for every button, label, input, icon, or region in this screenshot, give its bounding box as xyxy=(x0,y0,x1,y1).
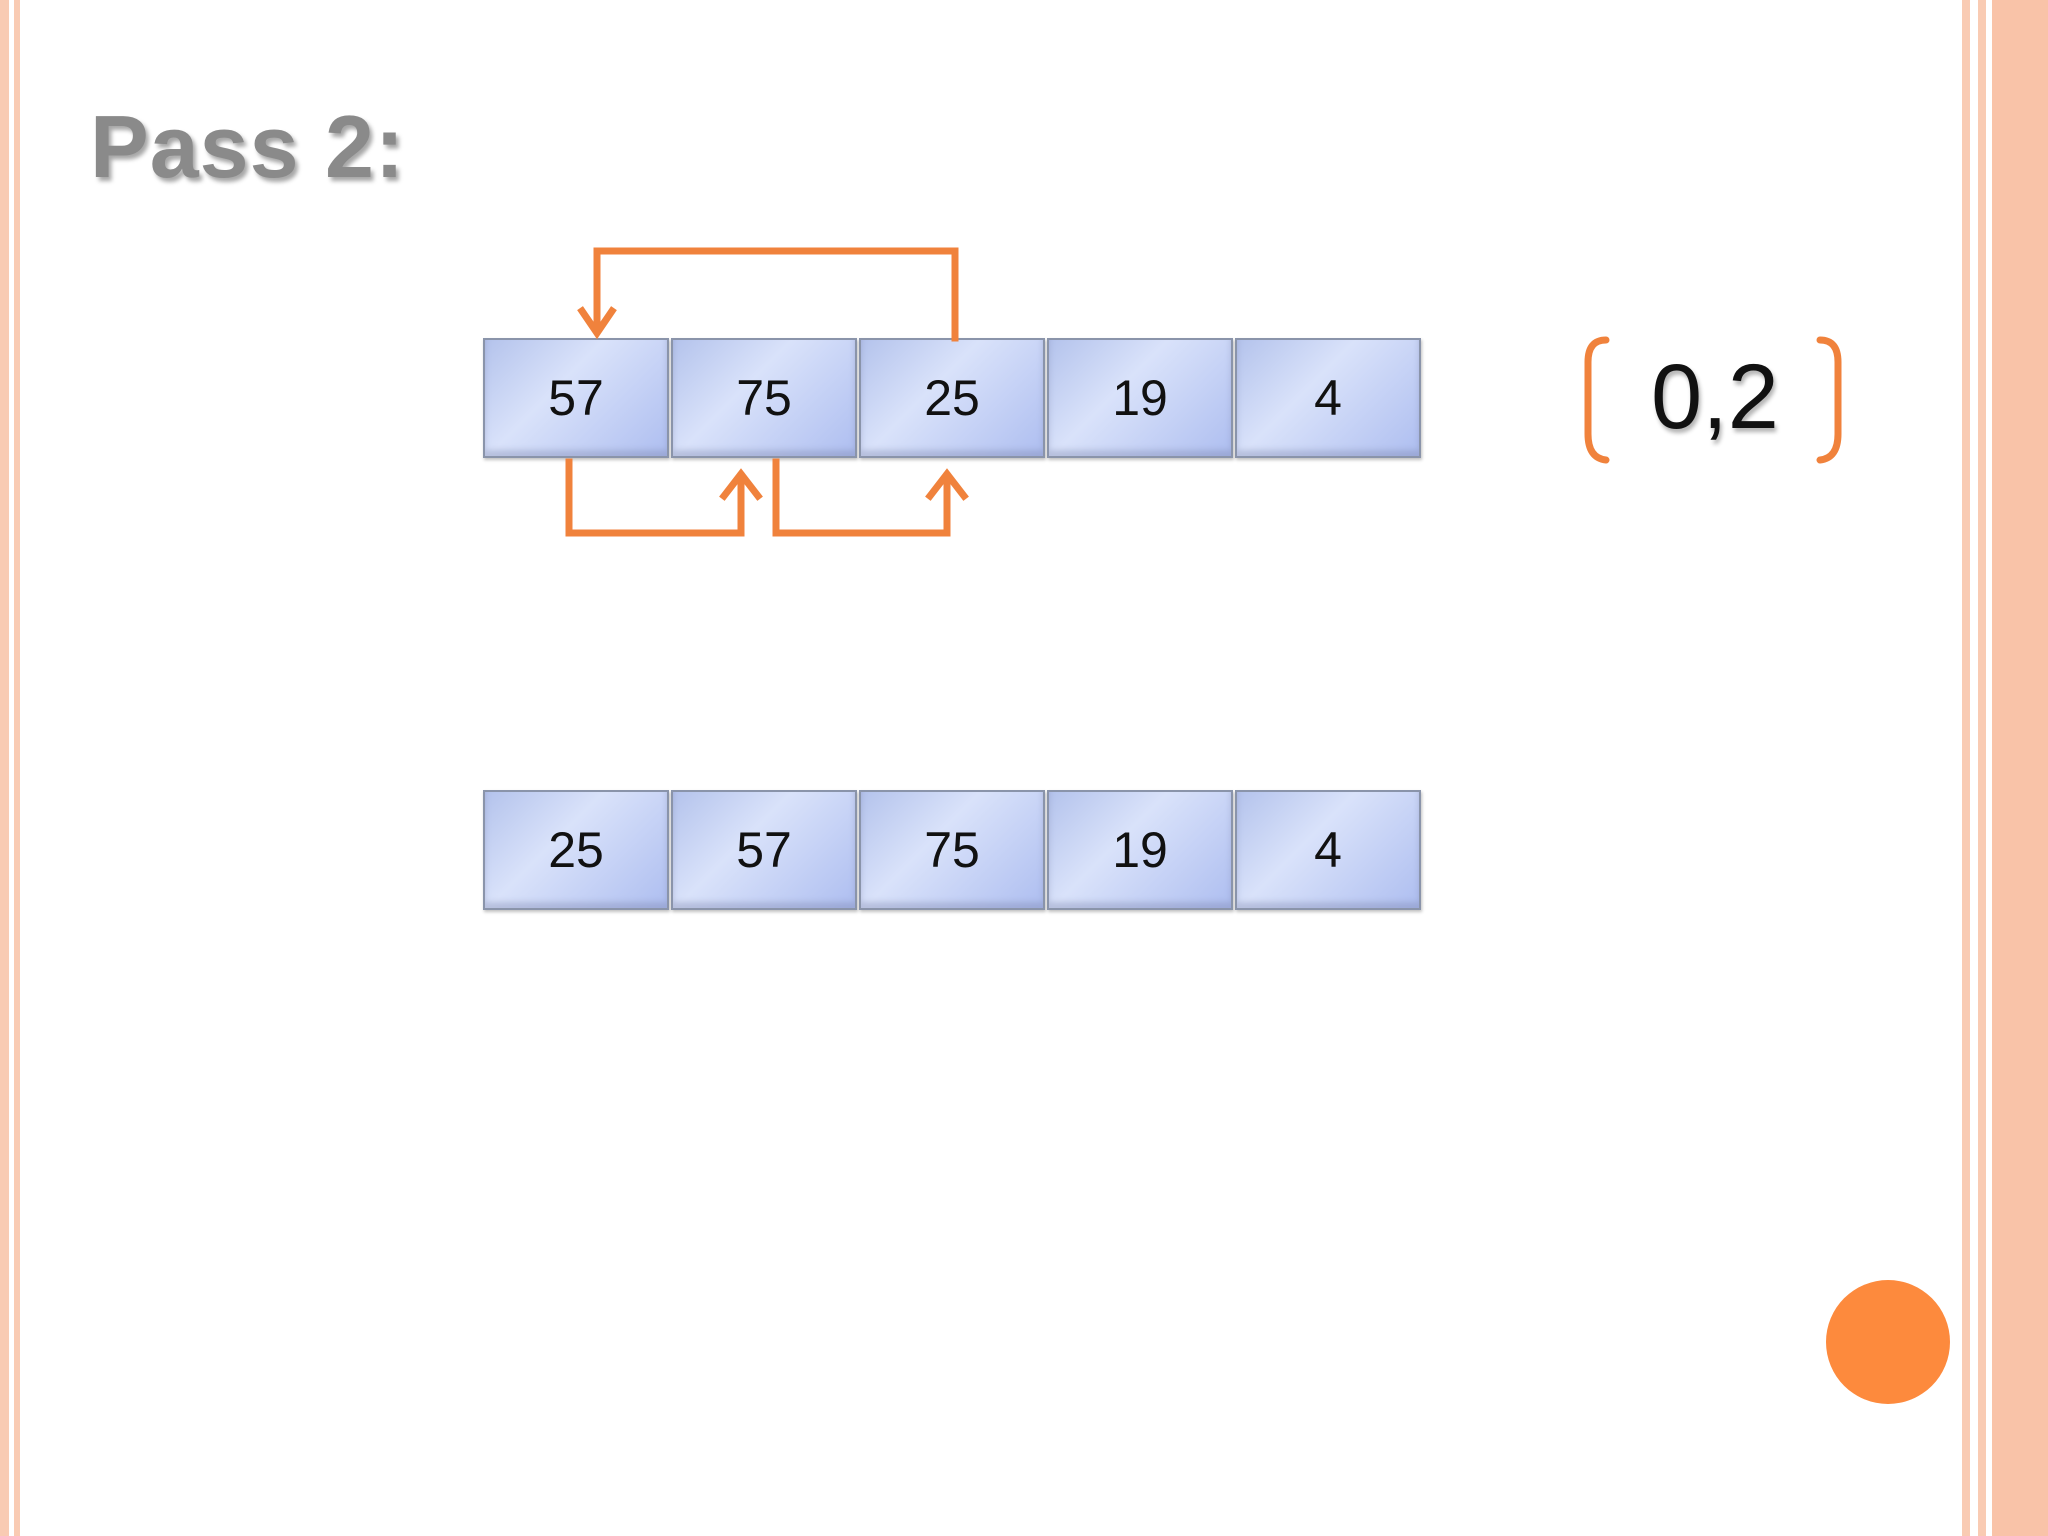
array-after-cell: 75 xyxy=(859,790,1045,910)
arrow-57-to-75 xyxy=(565,458,745,537)
array-after: 25 57 75 19 4 xyxy=(483,790,1421,910)
array-after-cell: 4 xyxy=(1235,790,1421,910)
right-decorative-border xyxy=(1958,0,2048,1536)
arrow-25-to-57 xyxy=(593,247,959,342)
arrow-head-up-icon xyxy=(719,468,763,501)
right-bracket-icon xyxy=(1816,336,1842,464)
array-before-cell: 75 xyxy=(671,338,857,458)
left-bracket-icon xyxy=(1584,336,1610,464)
slide-title: Pass 2: xyxy=(90,97,406,196)
array-before-cell: 57 xyxy=(483,338,669,458)
left-decorative-border xyxy=(0,0,24,1536)
arrow-head-up-icon xyxy=(925,468,969,501)
decorative-circle xyxy=(1826,1280,1950,1404)
range-label: 0,2 xyxy=(1651,346,1779,448)
array-before-cell: 25 xyxy=(859,338,1045,458)
array-before-cell: 19 xyxy=(1047,338,1233,458)
arrow-head-down-icon xyxy=(577,306,617,340)
array-after-cell: 19 xyxy=(1047,790,1233,910)
array-before-cell: 4 xyxy=(1235,338,1421,458)
array-before: 57 75 25 19 4 xyxy=(483,338,1421,458)
arrow-75-to-25 xyxy=(772,458,951,537)
array-after-cell: 25 xyxy=(483,790,669,910)
array-after-cell: 57 xyxy=(671,790,857,910)
